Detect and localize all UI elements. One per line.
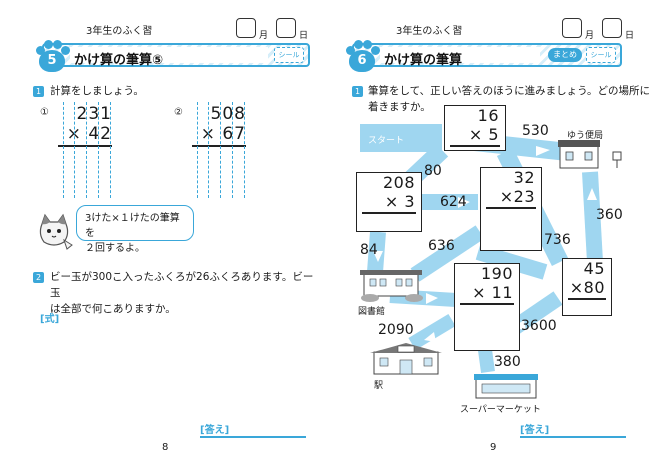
sticker-slot[interactable]: シール bbox=[586, 47, 616, 63]
route-number: 736 bbox=[544, 232, 571, 248]
page-title: かけ算の筆算⑤ bbox=[74, 53, 164, 68]
problem-label: ② bbox=[174, 107, 183, 118]
column-multiplication: 231 × 42 bbox=[58, 104, 112, 147]
question-text: 筆算をして、正しい答えのほうに進みましょう。どの場所に 着きますか。 bbox=[368, 85, 651, 113]
cat-icon bbox=[39, 213, 73, 250]
formula-label: [式] bbox=[40, 314, 60, 325]
multiplier: × 42 bbox=[66, 124, 112, 144]
hint-bubble: 3けた×１けたの筆算を ２回するよ。 bbox=[76, 205, 194, 254]
route-number: 2090 bbox=[378, 322, 414, 338]
multiplier: × 67 bbox=[200, 124, 246, 144]
page-title: かけ算の筆算 bbox=[384, 53, 463, 68]
day-box[interactable] bbox=[276, 18, 296, 38]
place-label-supermarket: スーパーマーケット bbox=[460, 405, 541, 415]
route-number: 636 bbox=[428, 238, 455, 254]
station-icon bbox=[370, 343, 442, 375]
route-number: 3600 bbox=[521, 318, 557, 334]
route-number: 84 bbox=[360, 242, 378, 258]
left-page: 3年生のふく習 月 日 かけ算の筆算⑤ シール 5 1 計算をしましょう。 ① … bbox=[33, 18, 314, 453]
place-label-post-office: ゆう便局 bbox=[567, 131, 604, 141]
problem-box: 208 × 3 bbox=[356, 172, 422, 232]
question-number: 2 bbox=[33, 272, 44, 283]
month-box[interactable] bbox=[236, 18, 256, 38]
summary-badge: まとめ bbox=[548, 48, 582, 62]
post-office-icon bbox=[558, 140, 622, 169]
problem-box: 190 × 11 bbox=[454, 263, 520, 351]
lesson-number: 6 bbox=[357, 53, 367, 68]
grade-label: 3年生のふく習 bbox=[86, 26, 153, 37]
route-number: 624 bbox=[440, 194, 467, 210]
column-multiplication: 508 × 67 bbox=[192, 104, 246, 147]
problem-box: 16 × 5 bbox=[444, 105, 506, 151]
question-text: ビー玉が300こ入ったふくろが26ふくろあります。ビー玉 は全部で何こありますか… bbox=[50, 271, 314, 315]
right-page: 3年生のふく習 月 日 かけ算の筆算 まとめ シール 6 1 筆算をして、正しい… bbox=[330, 0, 660, 470]
question-number: 1 bbox=[352, 86, 363, 97]
title-bar: かけ算の筆算 まとめ シール bbox=[352, 43, 622, 68]
paw-icon: 6 bbox=[344, 40, 380, 74]
month-label: 月 bbox=[585, 31, 595, 41]
question-text: 計算をしましょう。 bbox=[50, 85, 144, 97]
day-label: 日 bbox=[299, 31, 309, 41]
problem-label: ① bbox=[40, 107, 49, 118]
problem-box: 45 ×80 bbox=[562, 258, 612, 316]
grade-label: 3年生のふく習 bbox=[396, 26, 463, 37]
place-label-library: 図書館 bbox=[358, 307, 386, 317]
answer-line[interactable] bbox=[200, 436, 306, 438]
day-label: 日 bbox=[625, 31, 635, 41]
question-number: 1 bbox=[33, 86, 44, 97]
supermarket-icon bbox=[474, 374, 538, 399]
page-number: 8 bbox=[162, 442, 169, 453]
month-box[interactable] bbox=[562, 18, 582, 38]
page-number: 9 bbox=[490, 442, 497, 453]
paw-icon: 5 bbox=[34, 40, 70, 74]
route-number: 380 bbox=[494, 354, 521, 370]
problem-box: 32 ×23 bbox=[480, 167, 542, 251]
answer-label: [答え] bbox=[200, 425, 230, 436]
sticker-slot[interactable]: シール bbox=[274, 47, 304, 63]
answer-label: [答え] bbox=[520, 425, 550, 436]
month-label: 月 bbox=[259, 31, 269, 41]
title-bar: かけ算の筆算⑤ シール bbox=[42, 43, 310, 68]
hint-line: 3けた×１けたの筆算を bbox=[85, 213, 180, 239]
start-label: スタート bbox=[368, 136, 405, 146]
day-box[interactable] bbox=[602, 18, 622, 38]
library-icon bbox=[360, 270, 423, 302]
hint-line: ２回するよ。 bbox=[85, 243, 145, 254]
route-number: 530 bbox=[522, 123, 549, 139]
route-number: 80 bbox=[424, 163, 442, 179]
route-number: 360 bbox=[596, 207, 623, 223]
place-label-station: 駅 bbox=[374, 381, 384, 391]
answer-line[interactable] bbox=[520, 436, 626, 438]
lesson-number: 5 bbox=[47, 53, 57, 68]
multiplicand: 231 bbox=[76, 104, 112, 124]
multiplicand: 508 bbox=[210, 104, 246, 124]
